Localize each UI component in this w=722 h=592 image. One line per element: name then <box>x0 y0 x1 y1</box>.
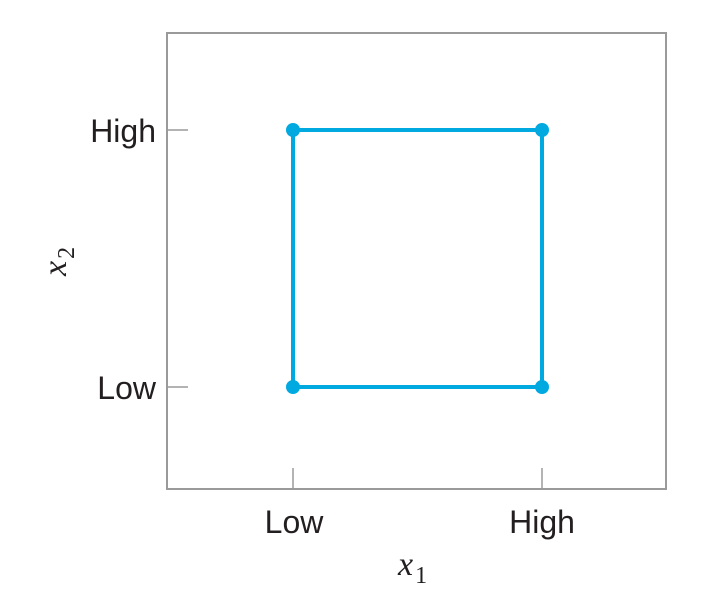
y-axis-label-main: x <box>37 261 74 277</box>
x-axis-label-main: x <box>397 546 413 583</box>
x-axis-label: x1 <box>397 546 427 589</box>
design-point-high-low <box>535 380 549 394</box>
design-point-low-low <box>286 380 300 394</box>
y-tick-label-high: High <box>90 113 156 149</box>
y-tick-label-low: Low <box>97 370 157 406</box>
x-tick-label-high: High <box>509 504 575 540</box>
design-point-low-high <box>286 123 300 137</box>
design-square <box>291 128 544 389</box>
plot-frame <box>166 32 667 490</box>
x-tick-label-low: Low <box>265 504 325 540</box>
y-axis-label-subscript: 2 <box>54 247 80 259</box>
design-points <box>286 123 549 394</box>
y-axis-label: x2 <box>37 247 80 277</box>
design-point-high-high <box>535 123 549 137</box>
x-axis-label-subscript: 1 <box>415 563 427 589</box>
